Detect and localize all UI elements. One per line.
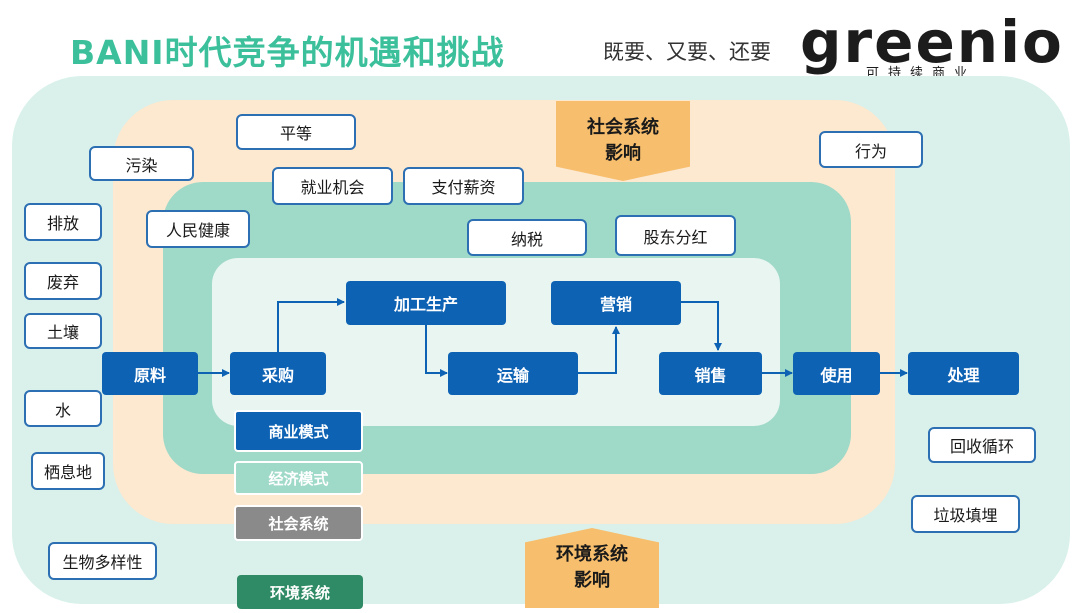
tag-pollution: 污染	[89, 146, 194, 181]
tag-behavior: 行为	[819, 131, 923, 168]
legend-environment-system: 环境系统	[237, 575, 363, 609]
flow-raw-material: 原料	[102, 352, 198, 395]
arrow-produce-to-transport	[425, 325, 448, 377]
tag-equality: 平等	[236, 114, 356, 150]
tag-biodiversity: 生物多样性	[48, 542, 157, 580]
flow-transport: 运输	[448, 352, 578, 395]
legend-business-model: 商业模式	[234, 410, 363, 452]
tag-employment: 就业机会	[272, 167, 393, 205]
page-title: BANI时代竞争的机遇和挑战	[70, 33, 505, 72]
flow-marketing: 营销	[551, 281, 681, 325]
tag-tax: 纳税	[467, 219, 587, 256]
tag-waste: 废弃	[24, 262, 102, 300]
tag-soil: 土壤	[24, 313, 102, 349]
tag-landfill: 垃圾填埋	[911, 495, 1020, 533]
environment-impact-callout: 环境系统 影响	[525, 528, 659, 608]
arrow-transport-to-marketing	[578, 326, 620, 374]
tag-dividend: 股东分红	[615, 215, 736, 256]
flow-sales: 销售	[659, 352, 762, 395]
tag-wages: 支付薪资	[403, 167, 524, 205]
tag-water: 水	[24, 390, 102, 427]
tag-recycling: 回收循环	[928, 427, 1036, 463]
social-impact-callout: 社会系统 影响	[556, 101, 690, 181]
flow-use: 使用	[793, 352, 880, 395]
tag-public-health: 人民健康	[146, 210, 250, 248]
arrow-marketing-to-sales	[681, 301, 722, 351]
arrow-purchase-to-produce	[277, 298, 345, 352]
legend-social-system: 社会系统	[234, 505, 363, 541]
flow-dispose: 处理	[908, 352, 1019, 395]
flow-purchase: 采购	[230, 352, 326, 395]
tag-emission: 排放	[24, 203, 102, 241]
page-subtitle: 既要、又要、还要	[603, 40, 771, 64]
tag-habitat: 栖息地	[31, 452, 105, 490]
flow-production: 加工生产	[346, 281, 506, 325]
legend-economic-model: 经济模式	[234, 461, 363, 495]
brand-logo: greenio	[800, 8, 1064, 76]
